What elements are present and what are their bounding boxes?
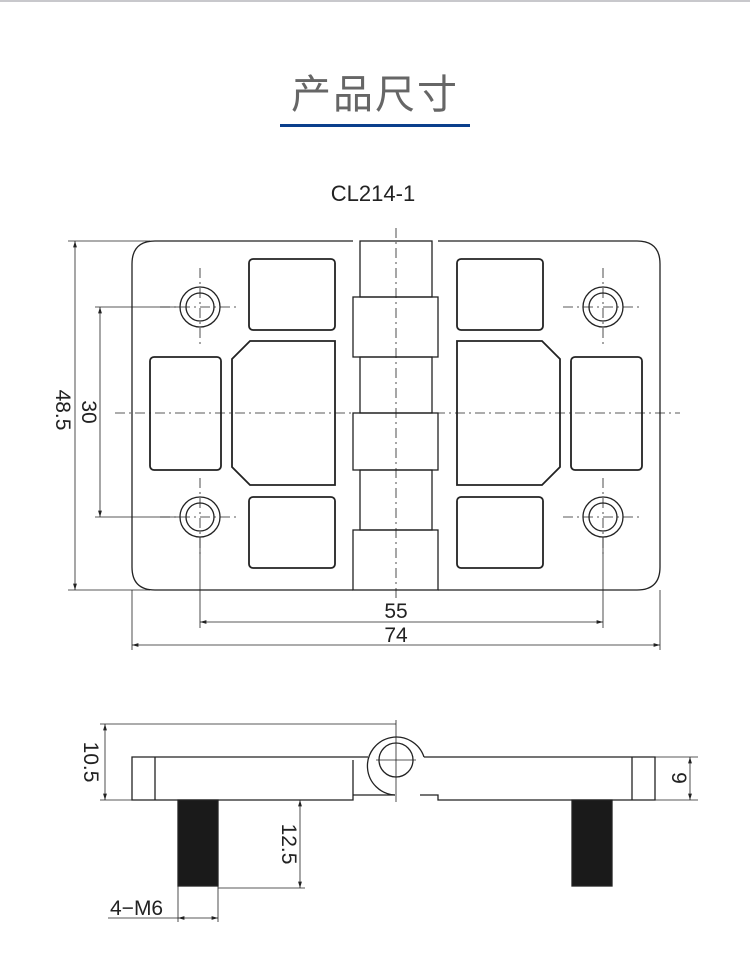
dim-plate-thickness: 9 xyxy=(667,772,690,784)
side-dimension-lines xyxy=(100,723,698,922)
dim-hole-spacing-vertical: 30 xyxy=(77,400,100,423)
stud-left xyxy=(177,799,219,887)
dim-hole-spacing-horizontal: 55 xyxy=(384,600,407,623)
dim-stud-length: 12.5 xyxy=(277,824,300,865)
title-underline xyxy=(280,124,470,127)
pockets xyxy=(149,258,643,569)
left-leaf xyxy=(131,240,353,591)
top-view xyxy=(68,228,680,650)
left-plate-side xyxy=(131,756,368,801)
knuckle-side xyxy=(366,736,425,796)
dim-width-overall: 74 xyxy=(384,624,408,647)
side-view xyxy=(100,720,698,922)
model-label: CL214-1 xyxy=(331,181,415,206)
right-plate-side xyxy=(420,756,656,801)
right-leaf xyxy=(438,240,661,591)
dim-stud-spec: 4−M6 xyxy=(110,897,163,920)
mounting-holes xyxy=(179,286,624,538)
dim-height-overall: 48.5 xyxy=(51,390,74,431)
stud-right xyxy=(571,799,613,887)
dim-total-thickness: 10.5 xyxy=(79,742,102,783)
dimension-lines xyxy=(68,240,661,650)
knuckles xyxy=(352,240,439,591)
top-divider xyxy=(0,0,750,2)
page-title: 产品尺寸 xyxy=(291,72,459,118)
